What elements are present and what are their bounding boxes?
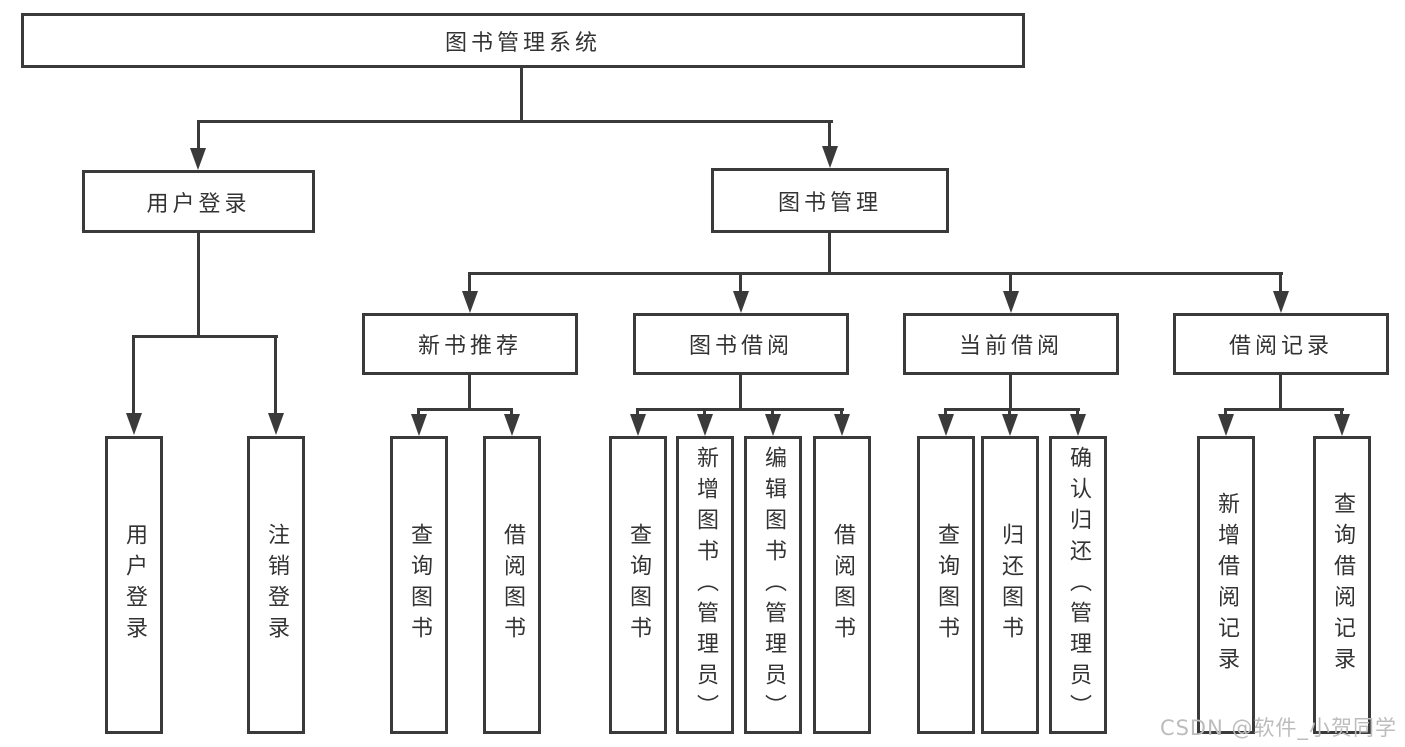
connector-line (197, 120, 200, 150)
leaf-query-books-recommend: 查询图书 (390, 436, 448, 734)
arrowhead-icon (268, 413, 284, 435)
arrowhead-icon (190, 148, 206, 170)
node-label: 图书借阅 (688, 334, 793, 359)
node-label: 归还图书 (998, 523, 1023, 647)
node-current-borrow: 当前借阅 (903, 313, 1119, 375)
connector-line (840, 408, 843, 418)
connector-line (828, 120, 831, 148)
node-label: 借阅图书 (830, 523, 855, 647)
connector-line (468, 272, 471, 294)
node-label: 新增图书（管理员） (693, 445, 718, 725)
leaf-query-books-borrow: 查询图书 (609, 436, 667, 734)
node-label: 编辑图书（管理员） (761, 445, 786, 725)
node-new-book-recommend: 新书推荐 (362, 313, 578, 375)
connector-line (1340, 408, 1343, 418)
leaf-borrow-books: 借阅图书 (813, 436, 871, 734)
leaf-edit-books-admin: 编辑图书（管理员） (744, 436, 802, 734)
node-label: 图书管理系统 (444, 30, 601, 56)
node-label: 查询图书 (407, 523, 432, 647)
node-label: 借阅图书 (500, 523, 525, 647)
node-label: 确认归还（管理员） (1066, 445, 1091, 725)
connector-line (1076, 408, 1079, 418)
connector-line (132, 335, 278, 338)
node-label: 注销登录 (264, 523, 289, 647)
node-label: 用户登录 (122, 523, 147, 647)
node-label: 查询图书 (934, 523, 959, 647)
connector-line (468, 375, 471, 408)
connector-line (636, 408, 844, 411)
connector-line (1279, 375, 1282, 408)
leaf-user-login: 用户登录 (105, 436, 163, 734)
node-label: 当前借阅 (958, 334, 1063, 359)
leaf-confirm-return-admin: 确认归还（管理员） (1049, 436, 1107, 734)
node-label: 借阅记录 (1228, 334, 1333, 359)
connector-line (636, 408, 639, 418)
connector-line (520, 68, 523, 120)
connector-line (944, 408, 1080, 411)
node-label: 图书管理 (777, 190, 882, 216)
node-book-borrow: 图书借阅 (633, 313, 849, 375)
arrowhead-icon (765, 414, 781, 436)
watermark: CSDN @软件_小贺同学 (1159, 716, 1397, 740)
node-label: 查询图书 (626, 523, 651, 647)
connector-line (197, 233, 200, 335)
connector-line (828, 233, 831, 272)
connector-line (1008, 408, 1011, 418)
arrowhead-icon (1003, 291, 1019, 313)
node-borrow-records: 借阅记录 (1173, 313, 1389, 375)
connector-line (703, 408, 706, 418)
connector-line (739, 375, 742, 408)
leaf-query-books-current: 查询图书 (917, 436, 975, 734)
connector-line (1279, 272, 1282, 294)
connector-line (417, 408, 420, 418)
node-label: 新书推荐 (417, 334, 522, 359)
connector-line (1009, 272, 1012, 294)
leaf-borrow-books-recommend: 借阅图书 (483, 436, 541, 734)
arrowhead-icon (1002, 414, 1018, 436)
arrowhead-icon (822, 146, 838, 168)
connector-line (510, 408, 513, 418)
connector-line (1224, 408, 1227, 418)
connector-line (1009, 375, 1012, 408)
node-label: 查询借阅记录 (1330, 492, 1355, 678)
arrowhead-icon (1334, 414, 1350, 436)
leaf-add-books-admin: 新增图书（管理员） (676, 436, 734, 734)
arrowhead-icon (697, 414, 713, 436)
arrowhead-icon (1070, 414, 1086, 436)
node-label: 新增借阅记录 (1214, 492, 1239, 678)
connector-line (417, 408, 513, 411)
arrowhead-icon (411, 414, 427, 436)
leaf-add-borrow-record: 新增借阅记录 (1197, 436, 1255, 734)
connector-line (274, 335, 277, 415)
arrowhead-icon (834, 414, 850, 436)
node-user-login: 用户登录 (82, 170, 315, 233)
arrowhead-icon (938, 414, 954, 436)
leaf-query-borrow-record: 查询借阅记录 (1313, 436, 1371, 734)
leaf-return-books: 归还图书 (981, 436, 1039, 734)
arrowhead-icon (630, 414, 646, 436)
arrowhead-icon (1273, 291, 1289, 313)
connector-line (944, 408, 947, 418)
arrowhead-icon (126, 413, 142, 435)
connector-line (132, 335, 135, 415)
node-book-management: 图书管理 (711, 168, 949, 233)
connector-line (739, 272, 742, 294)
connector-line (771, 408, 774, 418)
connector-line (197, 120, 833, 123)
node-root-library-system: 图书管理系统 (21, 13, 1025, 68)
arrowhead-icon (462, 291, 478, 313)
arrowhead-icon (733, 291, 749, 313)
arrowhead-icon (504, 414, 520, 436)
connector-line (1224, 408, 1344, 411)
arrowhead-icon (1218, 414, 1234, 436)
node-label: 用户登录 (146, 191, 251, 217)
connector-line (468, 272, 1283, 275)
leaf-logout: 注销登录 (247, 436, 305, 734)
